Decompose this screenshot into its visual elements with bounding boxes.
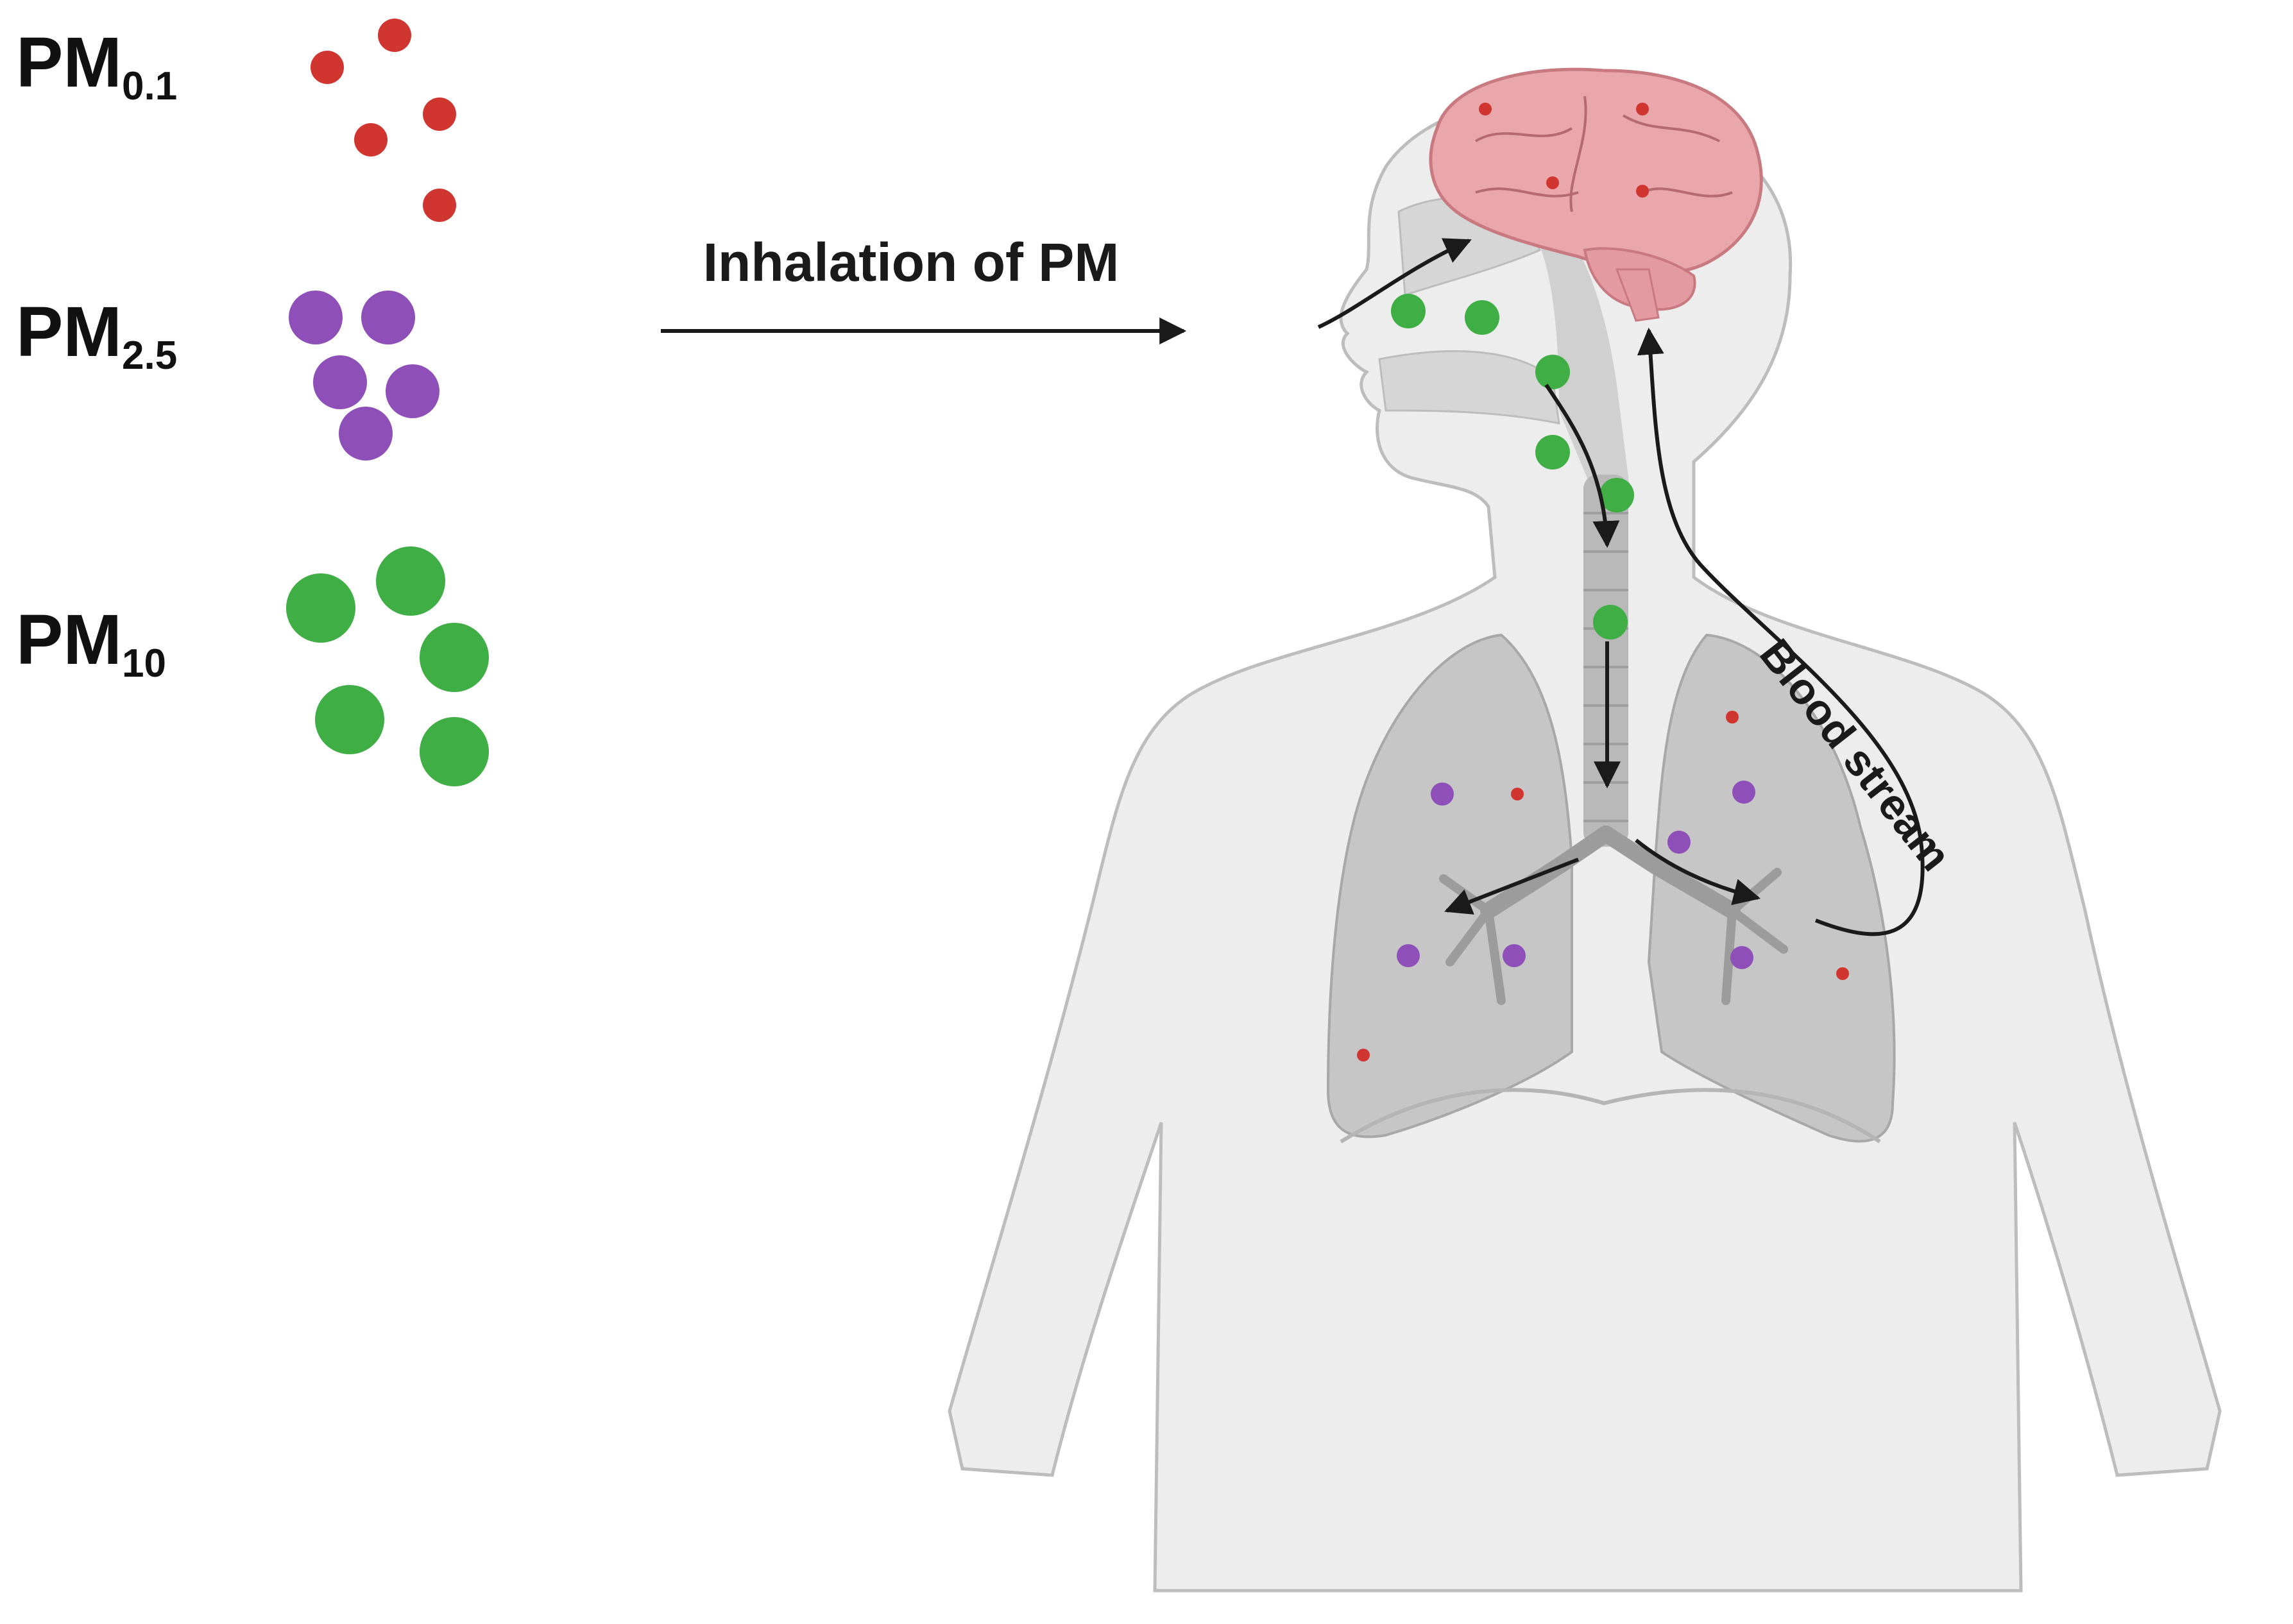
brain-stem [1615,268,1660,322]
lung-pm0-1-particles [1357,711,1849,1062]
brain-pm-particles [1479,103,1649,198]
legend-item-pm2-5: PM2.5 [16,291,439,461]
inhalation-label: Inhalation of PM [703,232,1120,292]
legend: PM0.1 PM2.5 PM10 [16,19,489,786]
brain-cerebrum [1429,67,1763,275]
medium-particle-icon [289,291,439,461]
large-particle-icon [286,546,489,786]
brain-folds [1474,96,1733,212]
legend-item-pm10: PM10 [16,546,489,786]
inhalation-annotation: Inhalation of PM [661,232,1187,344]
diaphragm [1340,1088,1881,1144]
pharynx-arrow [1544,384,1620,548]
left-lung [1647,633,1896,1143]
human-body: Blood stream [948,67,2222,1593]
brain [1429,67,1763,322]
airway-pm10-particles [1391,294,1634,639]
legend-label-pm2-5: PM2.5 [16,292,177,378]
nose-to-brain-arrow [1317,238,1472,329]
small-particle-icon [311,19,456,222]
pathway-arrows [1317,238,1925,936]
legend-item-pm0-1: PM0.1 [16,19,456,222]
left-bronchus-arrow [1635,838,1761,906]
legend-label-pm0-1: PM0.1 [16,23,177,108]
legend-label-pm10: PM10 [16,600,166,686]
right-bronchus-arrow [1444,858,1580,915]
lung-pm2-5-particles [1397,781,1755,969]
blood-stream-arrow [1637,327,1925,936]
pharynx [1514,205,1630,487]
